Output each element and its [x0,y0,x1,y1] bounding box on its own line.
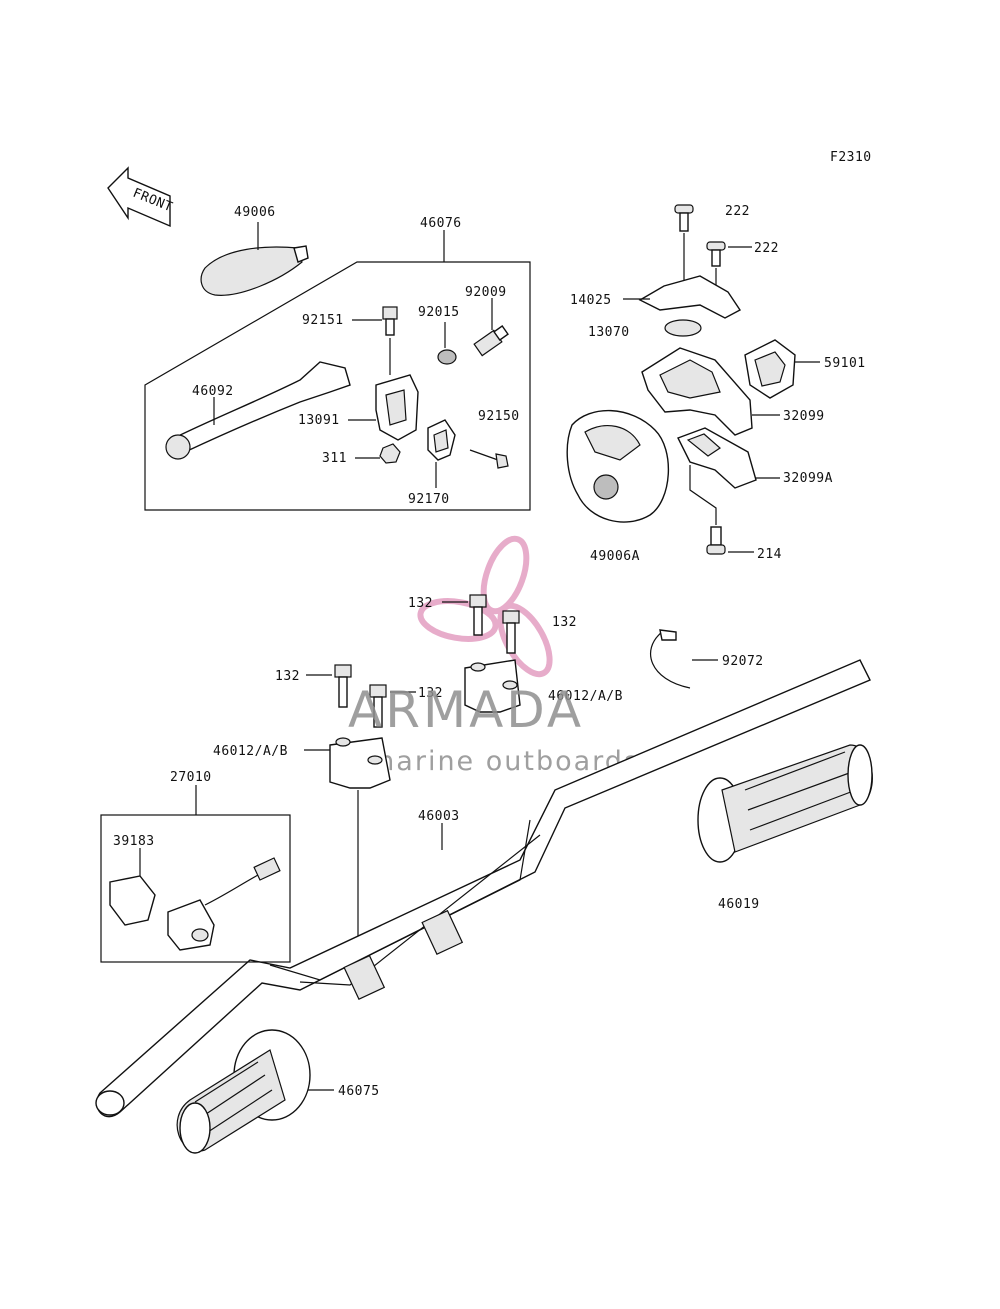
label-132-a: 132 [408,596,433,611]
propeller-logo [417,535,553,678]
cover-14025 [638,275,742,319]
clutch-lever-part [165,361,351,460]
housing-32099 [641,347,753,436]
label-92150: 92150 [478,409,520,424]
label-32099A: 32099A [783,471,833,486]
adjuster-92009 [473,325,509,357]
screw-92150 [469,449,509,469]
handlebar-holder-upper [464,659,521,713]
watermark-brand: ARMADA [348,681,584,739]
label-92170: 92170 [408,492,450,507]
pulley-59101 [744,339,796,399]
label-46075: 46075 [338,1084,380,1099]
label-46012-lower: 46012/A/B [213,744,288,759]
label-46012-upper: 46012/A/B [548,689,623,704]
label-92009: 92009 [465,285,507,300]
housing-32099A [677,427,757,489]
label-46003: 46003 [418,809,460,824]
label-14025: 14025 [570,293,612,308]
label-132-b: 132 [552,615,577,630]
bolt-132-a [469,594,487,636]
grip-right-46019 [697,744,873,863]
label-39183: 39183 [113,834,155,849]
label-92015: 92015 [418,305,460,320]
ring-13070 [664,319,702,337]
lever-cover-part [200,222,309,296]
clamp-92170 [427,419,456,461]
screw-222-lower [706,241,726,267]
figure-code: F2310 [830,150,872,165]
band-92072 [650,631,691,689]
label-49006: 49006 [234,205,276,220]
label-46076: 46076 [420,216,462,231]
label-59101: 59101 [824,356,866,371]
label-32099: 32099 [783,409,825,424]
switch-clamp-39183 [109,875,156,926]
cover-49006A [566,409,670,523]
handlebar-46003 [95,659,871,1118]
assembly-box-46076 [144,261,531,511]
label-46092: 46092 [192,384,234,399]
label-311: 311 [322,451,347,466]
label-132-c: 132 [275,669,300,684]
washer-92015 [437,349,457,365]
screw-214 [706,526,726,555]
bolt-132-c [334,664,352,708]
bolt-132-b [502,610,520,654]
label-49006A: 49006A [590,549,640,564]
label-132-d: 132 [418,686,443,701]
handlebar-holder-lower [329,737,391,789]
bolt-132-d [369,684,387,728]
label-214: 214 [757,547,782,562]
label-92072: 92072 [722,654,764,669]
label-222-lower: 222 [754,241,779,256]
screw-222-upper [674,204,694,232]
nut-311 [379,443,401,464]
label-27010: 27010 [170,770,212,785]
label-222-upper: 222 [725,204,750,219]
switch-body-part [167,857,281,951]
label-92151: 92151 [302,313,344,328]
label-13091: 13091 [298,413,340,428]
watermark-tagline: marine outboards [368,746,640,777]
lever-holder-part [375,374,419,441]
label-13070: 13070 [588,325,630,340]
front-arrow-icon: FRONT [107,166,175,228]
label-46019: 46019 [718,897,760,912]
grip-left-46075 [176,1029,311,1154]
bolt-92151 [382,306,398,336]
